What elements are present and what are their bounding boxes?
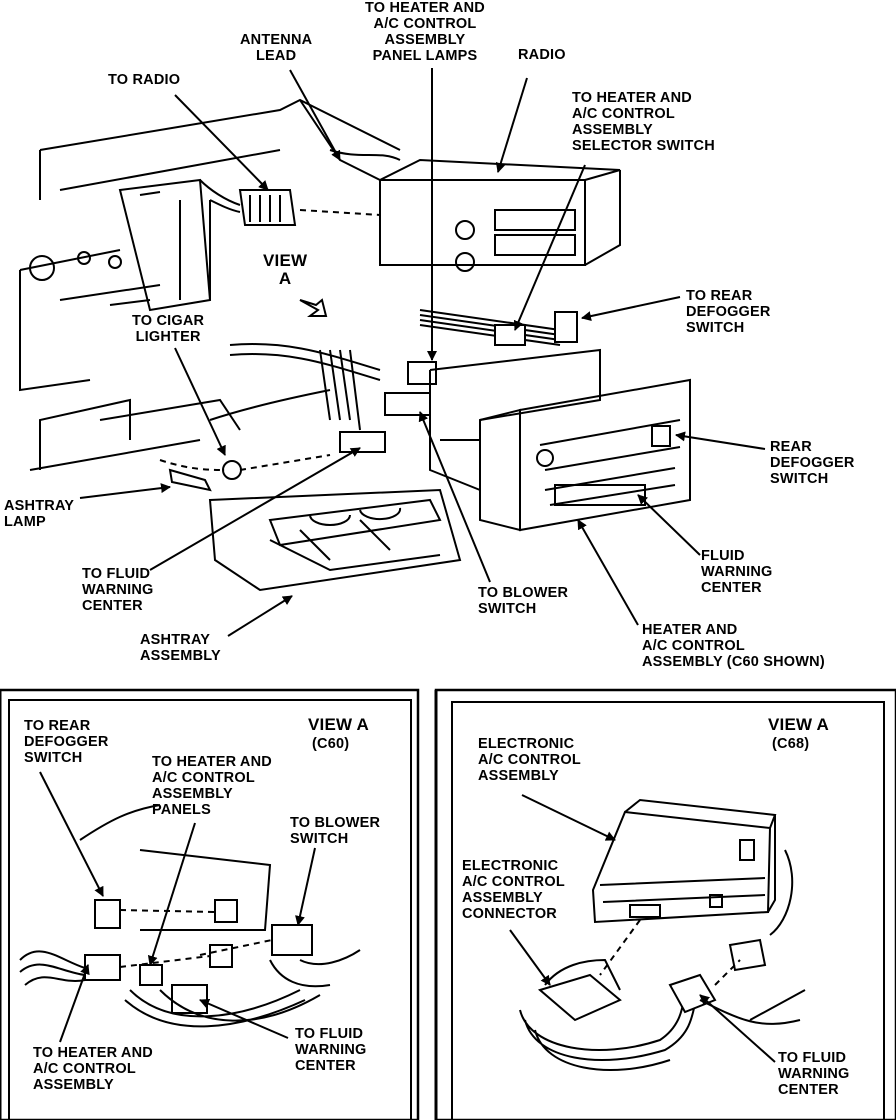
c60-label-fluid: TO FLUID WARNING CENTER	[295, 1026, 367, 1074]
gauge-1	[29, 255, 55, 281]
c60-title: VIEW A	[308, 715, 370, 734]
view-c68-panel	[434, 688, 896, 1120]
c68-subtitle: (C68)	[772, 736, 810, 752]
gauge-2	[77, 251, 91, 265]
c68-label-fluid: TO FLUID WARNING CENTER	[778, 1050, 850, 1098]
c68-connector	[537, 973, 622, 1022]
label-blower-switch: TO BLOWER SWITCH	[478, 585, 569, 617]
label-antenna-lead: ANTENNA LEAD	[240, 32, 313, 64]
label-cigar-lighter: TO CIGAR LIGHTER	[132, 313, 205, 345]
dashboard-outline	[19, 98, 401, 471]
label-ashtray-assembly: ASHTRAY ASSEMBLY	[140, 632, 221, 664]
label-to-radio: TO RADIO	[108, 72, 181, 88]
label-heater-panel-lamps: TO HEATER AND A/C CONTROL ASSEMBLY PANEL…	[365, 0, 485, 64]
blower-switch-connector	[384, 392, 431, 416]
c68-control-body	[591, 810, 772, 924]
label-radio: RADIO	[518, 47, 566, 63]
ashtray-body	[208, 488, 462, 592]
fluid-warning-connector-main	[339, 431, 386, 453]
radio-connector	[238, 189, 297, 226]
radio-body	[379, 179, 586, 266]
c60-label-rear-defogger: TO REAR DEFOGGER SWITCH	[24, 718, 109, 766]
cigar-lighter-plug	[222, 460, 242, 480]
label-to-rear-defogger: TO REAR DEFOGGER SWITCH	[686, 288, 771, 336]
main-view	[19, 68, 766, 637]
label-view-a: VIEW A	[263, 251, 308, 288]
radio-knob-right	[455, 252, 475, 272]
label-ashtray-lamp: ASHTRAY LAMP	[4, 498, 75, 530]
panel-lamps-connector	[407, 361, 437, 385]
c60-subtitle: (C60)	[312, 736, 350, 752]
view-c60-panel	[0, 688, 420, 1120]
c68-title: VIEW A	[768, 715, 830, 734]
label-rear-defogger-switch: REAR DEFOGGER SWITCH	[770, 439, 855, 487]
c60-fluid-connector	[171, 984, 208, 1014]
radio-knob-left	[455, 220, 475, 240]
label-heater-ac-assembly: HEATER AND A/C CONTROL ASSEMBLY (C60 SHO…	[642, 622, 825, 670]
selector-switch-connector	[494, 324, 526, 346]
c60-label-heater-assembly: TO HEATER AND A/C CONTROL ASSEMBLY	[33, 1045, 153, 1093]
c68-label-connector: ELECTRONIC A/C CONTROL ASSEMBLY CONNECTO…	[462, 858, 565, 922]
label-fluid-warning-center: FLUID WARNING CENTER	[701, 548, 773, 596]
c60-label-panels: TO HEATER AND A/C CONTROL ASSEMBLY PANEL…	[152, 754, 272, 818]
label-selector-switch: TO HEATER AND A/C CONTROL ASSEMBLY SELEC…	[572, 90, 715, 154]
c68-fluid-connector	[668, 973, 717, 1014]
c60-panels-connector	[139, 964, 163, 986]
c60-label-blower: TO BLOWER SWITCH	[290, 815, 381, 847]
label-to-fluid-warning-center: TO FLUID WARNING CENTER	[82, 566, 154, 614]
gauge-3	[108, 255, 122, 269]
c60-rear-defogger-connector	[94, 899, 121, 929]
c60-blower-connector	[271, 924, 313, 956]
heater-control-body	[519, 378, 691, 532]
rear-defogger-connector	[554, 311, 578, 343]
c60-heater-connector	[84, 954, 121, 981]
c68-label-electronic-assembly: ELECTRONIC A/C CONTROL ASSEMBLY	[478, 736, 581, 784]
